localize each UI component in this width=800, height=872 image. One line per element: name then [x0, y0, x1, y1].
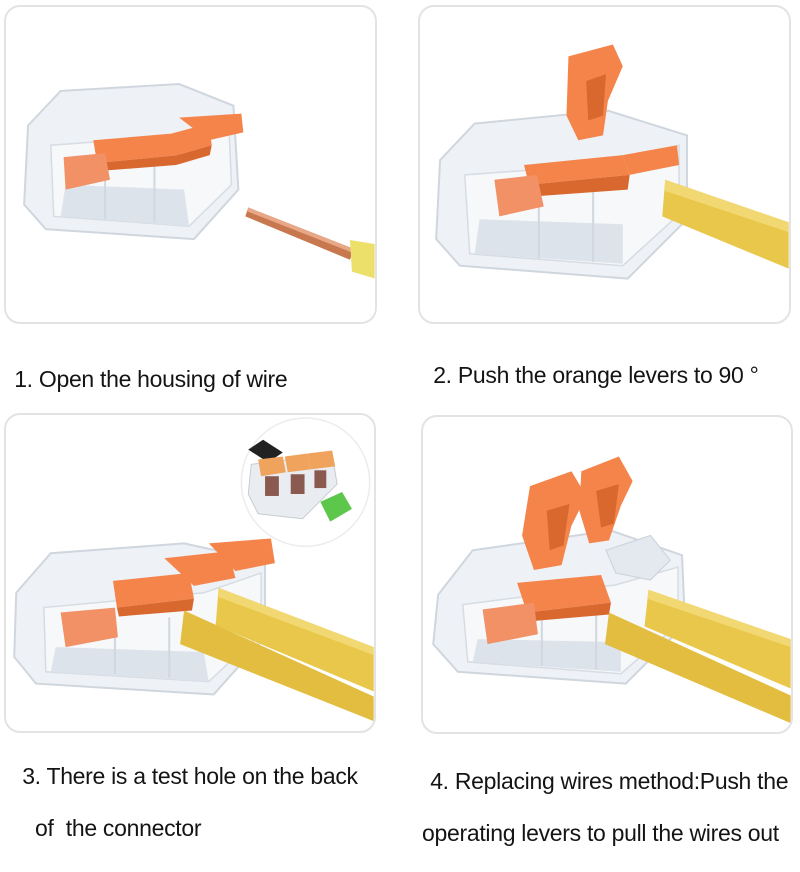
- step-2-image-panel: [418, 5, 791, 324]
- step-3-caption-line2: of the connector: [35, 815, 202, 841]
- orange-lever-icon: [63, 113, 244, 190]
- step-3-image-panel: [4, 413, 376, 733]
- yellow-wire-icon: [662, 179, 789, 269]
- test-hole-inset: [240, 417, 371, 548]
- step-1-image-panel: [4, 5, 377, 324]
- step-3-caption-line1: 3. There is a test hole on the back: [22, 763, 358, 789]
- orange-lever-icon: [60, 538, 275, 648]
- step-2-caption-line1: 2. Push the orange levers to 90 °: [433, 362, 759, 388]
- connector-housing-icon: [435, 109, 688, 280]
- orange-lever-icon: [482, 456, 633, 645]
- yellow-wire-icon: [605, 589, 791, 724]
- orange-lever-icon: [494, 44, 680, 217]
- yellow-wire-icon: [180, 587, 374, 722]
- step-4-image-panel: [421, 415, 793, 734]
- step-4-caption-line2: operating levers to pull the wires out: [422, 820, 779, 846]
- step-4-caption-line1: 4. Replacing wires method:Push the: [430, 768, 789, 794]
- step-1-caption-line1: 1. Open the housing of wire: [14, 366, 288, 392]
- stripped-wire-icon: [245, 207, 375, 279]
- step-4-caption: 4. Replacing wires method:Push the opera…: [418, 742, 789, 872]
- connector-lever-raised-illustration: [435, 44, 789, 280]
- connector-open-housing-illustration: [23, 83, 375, 279]
- connector-two-wires-illustration: [13, 417, 374, 722]
- connector-two-levers-raised-illustration: [432, 456, 791, 724]
- step-3-caption: 3. There is a test hole on the back of t…: [10, 737, 358, 867]
